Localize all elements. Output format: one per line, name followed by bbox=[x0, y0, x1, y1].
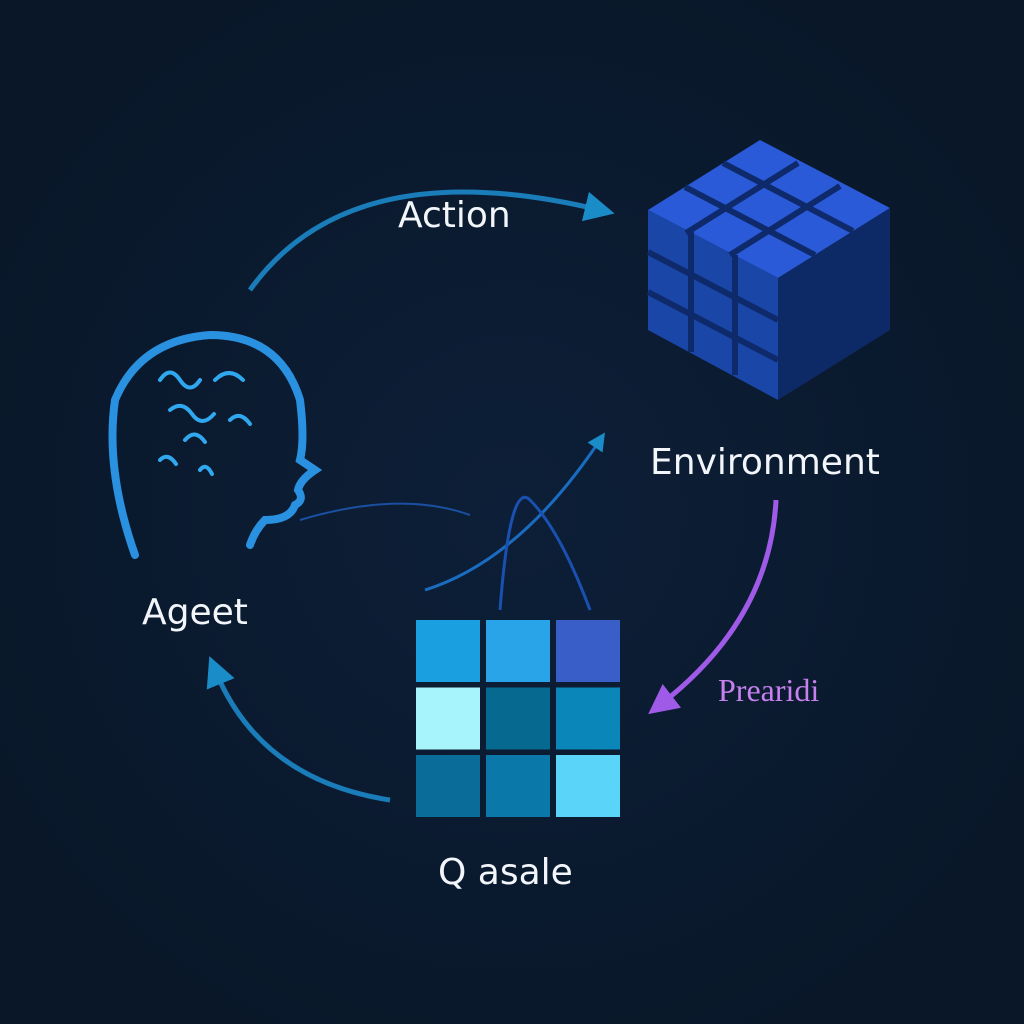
q-to-agent-arrow bbox=[206, 656, 391, 803]
q-table-cell bbox=[486, 620, 550, 682]
q-table-cell bbox=[486, 755, 550, 817]
q-to-environment-arrow bbox=[424, 432, 605, 592]
action-arrow bbox=[247, 189, 615, 292]
q-table-cell bbox=[556, 620, 620, 682]
agent-head-icon bbox=[108, 330, 323, 559]
reward-label: Prearidi bbox=[718, 672, 820, 708]
action-label: Action bbox=[398, 195, 511, 236]
q-table-label: Q asale bbox=[438, 852, 573, 893]
agent-label: Ageet bbox=[142, 592, 248, 633]
q-table-cell bbox=[556, 687, 620, 750]
q-table-cell bbox=[416, 687, 480, 750]
q-table-cell bbox=[416, 620, 480, 682]
environment-label: Environment bbox=[650, 442, 880, 483]
environment-cube-icon bbox=[646, 140, 890, 400]
q-table-cell bbox=[486, 687, 550, 750]
q-table-cell bbox=[556, 755, 620, 817]
reward-arrow bbox=[648, 499, 779, 715]
q-table-grid bbox=[416, 620, 620, 817]
q-table-cell bbox=[416, 755, 480, 817]
